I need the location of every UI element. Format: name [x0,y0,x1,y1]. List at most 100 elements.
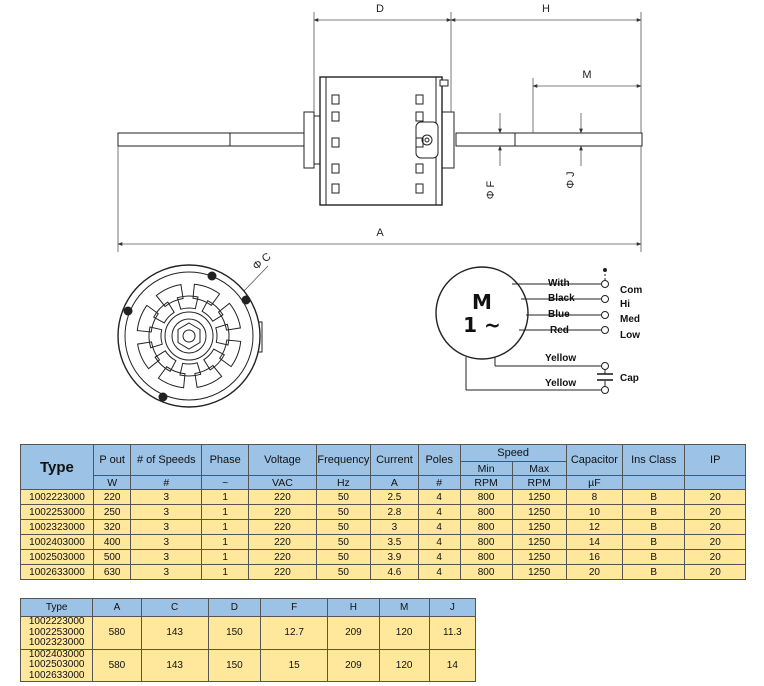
value-cell: 50 [315,564,371,580]
value-cell: 1250 [511,489,567,505]
value-cell: 800 [459,564,513,580]
value-cell: 220 [248,549,317,565]
value-cell: 220 [248,564,317,580]
terminal-dot [601,311,609,319]
dim-label-h: H [542,3,550,15]
value-cell: 4 [417,504,461,520]
type-cell: 1002323000 [20,519,94,535]
terminal-dot [601,326,609,334]
value-cell: 50 [315,549,371,565]
value-cell: 3 [130,519,203,535]
terminal-dot [601,386,609,394]
vent-rib [201,300,224,322]
value-cell: 143 [140,616,209,650]
dim-label-d: D [376,3,384,15]
value-cell: 120 [378,616,430,650]
unit-cell: VAC [248,475,317,490]
col-header-max: Max [511,461,567,476]
terminal-dot [603,268,607,272]
value-cell: 3 [130,489,203,505]
dim-header-type: Type [19,598,94,617]
type-code: 1002253000 [28,626,85,638]
unit-cell [684,475,746,490]
value-cell: 50 [315,534,371,550]
value-cell: 2.5 [369,489,419,505]
value-cell: 10 [565,504,624,520]
motor-front-view [117,264,263,408]
value-cell: 220 [92,489,132,505]
unit-cell: # [417,475,461,490]
value-cell: 15 [260,648,329,682]
vent-slot [415,137,424,148]
value-cell: 14 [565,534,624,550]
col-header-type: Type [20,444,94,490]
vent-rib [136,304,159,333]
value-cell: 3.9 [369,549,419,565]
type-cell: 1002253000 [20,504,94,520]
value-cell: 800 [459,504,513,520]
col-header-current: Current [369,444,419,476]
wire-label-red: Red [550,325,569,336]
technical-drawing: D H M A Φ F Φ J Φ C M 1 ~ With [117,3,643,408]
col-header-frequency: Frequency [315,444,371,476]
value-cell: 800 [459,519,513,535]
value-cell: 1250 [511,534,567,550]
value-cell: 150 [207,648,262,682]
unit-cell: RPM [459,475,513,490]
terminal-label-hi: Hi [620,299,630,310]
value-cell: 11.3 [428,616,477,650]
col-header-phase: Phase [201,444,250,476]
unit-cell: µF [565,475,624,490]
wire-label-with: With [548,278,570,289]
value-cell: 220 [248,489,317,505]
value-cell: B [621,504,686,520]
terminals [601,268,609,394]
value-cell: 1 [201,534,250,550]
value-cell: 120 [378,648,430,682]
vent-slot [331,163,340,174]
wire-label-yellow-2: Yellow [545,378,576,389]
value-cell: 220 [248,534,317,550]
unit-cell: # [130,475,203,490]
value-cell: 4 [417,519,461,535]
vent-rib [157,366,186,389]
value-cell: 1250 [511,519,567,535]
dim-header-m: M [378,598,430,617]
value-cell: 150 [207,616,262,650]
value-cell: 12.7 [260,616,329,650]
vent-slot [415,111,424,122]
col-header-voltage: Voltage [248,444,317,476]
value-cell: 16 [565,549,624,565]
value-cell: 20 [565,564,624,580]
unit-cell: Hz [315,475,371,490]
terminal-dot [601,295,609,303]
value-cell: 4 [417,564,461,580]
value-cell: 50 [315,519,371,535]
type-cell: 1002403000 [20,534,94,550]
vent-rib [217,302,241,331]
vent-slot [415,163,424,174]
value-cell: 1250 [511,549,567,565]
value-cell: 20 [684,549,746,565]
value-cell: 1 [201,504,250,520]
front-vent-ribs [136,283,242,389]
col-header-capacitor: Capacitor [565,444,624,476]
value-cell: 20 [684,534,746,550]
value-cell: 2.8 [369,504,419,520]
unit-cell: ~ [201,475,250,490]
value-cell: 500 [92,549,132,565]
value-cell: 3 [130,549,203,565]
type-cell: 1002633000 [20,564,94,580]
dim-header-h: H [327,598,380,617]
vent-rib [154,350,177,372]
type-code: 1002323000 [28,637,85,648]
value-cell: 220 [248,504,317,520]
motor-spec-table: Type P out # of Speeds Phase Voltage Fre… [20,444,746,580]
value-cell: 3.5 [369,534,419,550]
vent-rib [192,283,221,306]
ventilation-slots [331,94,424,194]
